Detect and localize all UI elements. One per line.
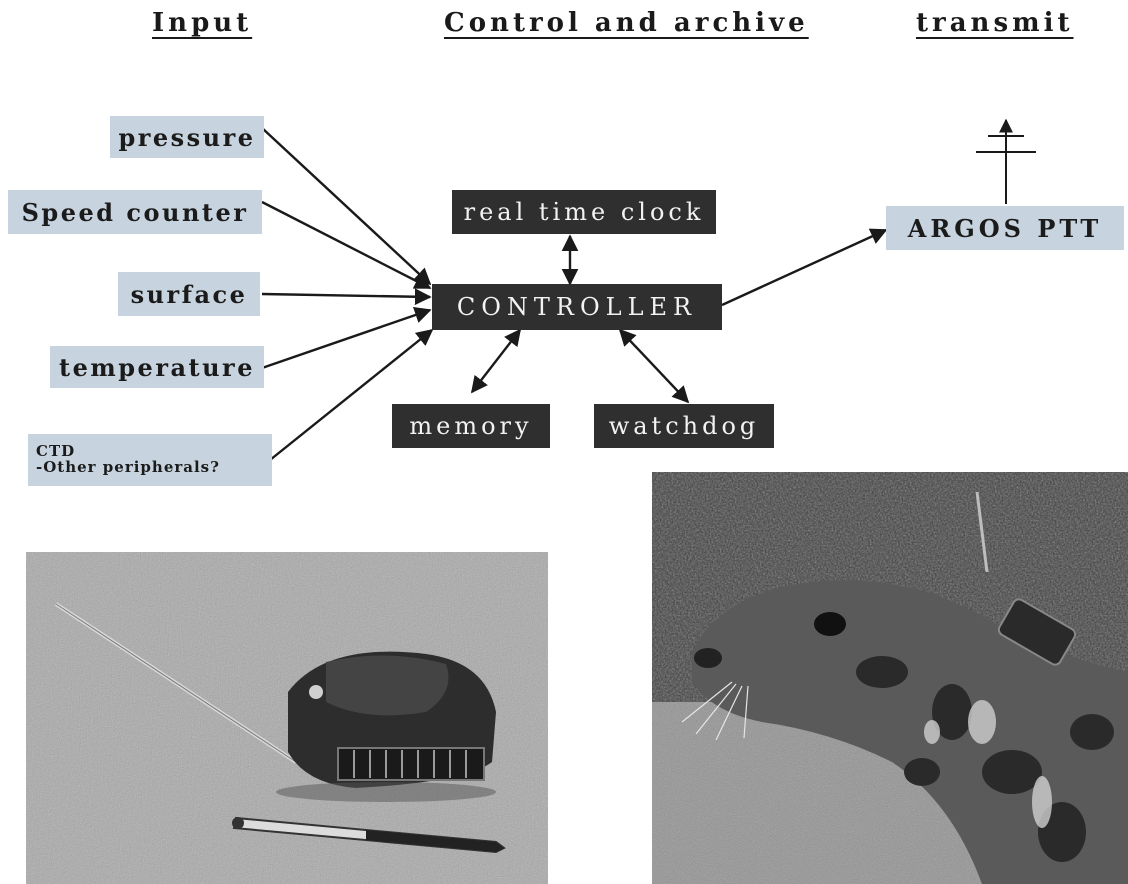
arrow-controller-to-argos (722, 230, 886, 305)
ctd-title: CTD (36, 444, 75, 459)
photo-tag-device (26, 552, 548, 884)
arrow-speed-to-controller (262, 202, 430, 288)
photo-seal-with-tag (652, 472, 1128, 884)
transmitter-argos-ptt: ARGOS PTT (886, 206, 1124, 250)
input-speed-counter: Speed counter (8, 190, 262, 234)
arrow-temperature-to-controller (262, 310, 430, 368)
arrow-controller-watchdog (620, 330, 688, 402)
ctd-subtitle: -Other peripherals? (36, 459, 220, 476)
unit-watchdog: watchdog (594, 404, 774, 448)
input-ctd: CTD -Other peripherals? (28, 434, 272, 486)
input-surface: surface (118, 272, 260, 316)
arrow-surface-to-controller (262, 294, 430, 297)
unit-controller: CONTROLLER (432, 284, 722, 330)
arrow-controller-memory (472, 330, 520, 392)
antenna-icon (976, 120, 1036, 204)
unit-memory: memory (392, 404, 550, 448)
arrow-pressure-to-controller (262, 128, 430, 284)
input-pressure: pressure (110, 116, 264, 158)
unit-real-time-clock: real time clock (452, 190, 716, 234)
input-temperature: temperature (50, 346, 264, 388)
